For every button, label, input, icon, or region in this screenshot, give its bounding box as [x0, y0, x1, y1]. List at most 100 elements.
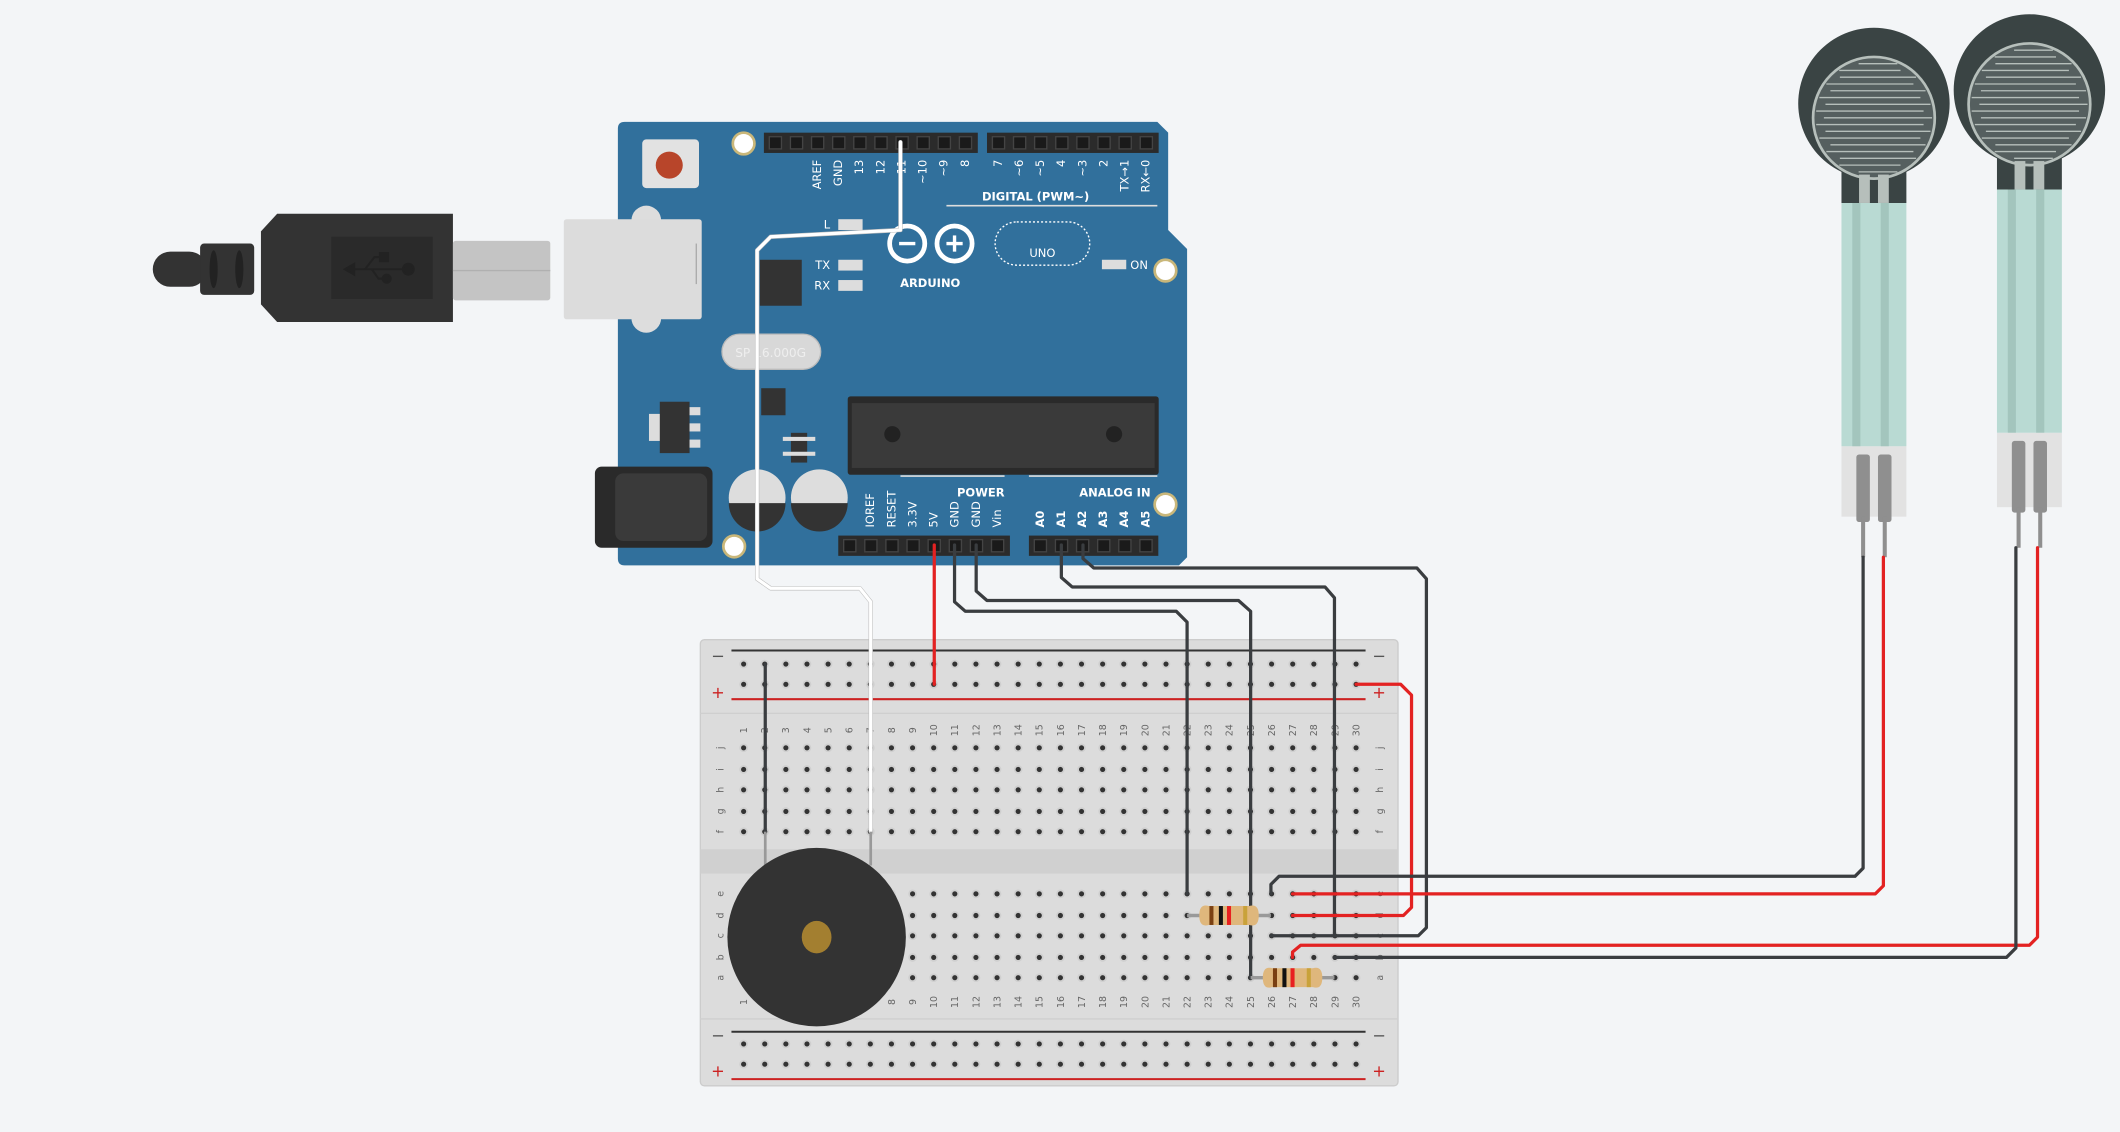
hole-center	[910, 808, 916, 814]
pin-label: IOREF	[863, 493, 877, 527]
pin-label: GND	[948, 501, 962, 527]
atmega-chip	[847, 396, 1159, 475]
header-pin[interactable]	[789, 136, 804, 150]
hole-center	[994, 975, 1000, 981]
usb-cable[interactable]	[152, 213, 551, 322]
header-pin[interactable]	[842, 538, 857, 553]
header-pin[interactable]	[991, 136, 1006, 150]
header-pin[interactable]	[768, 136, 783, 150]
hole-center	[825, 661, 831, 667]
row-letter: d	[715, 912, 726, 918]
hole-center	[1226, 975, 1232, 981]
header-pin[interactable]	[1012, 136, 1027, 150]
header-pin[interactable]	[1055, 136, 1069, 150]
reset-button[interactable]	[642, 139, 700, 189]
header-pin[interactable]	[1097, 136, 1111, 150]
column-number: 10	[929, 724, 940, 736]
hole-center	[910, 1061, 916, 1067]
wire-a1[interactable]	[1059, 543, 1337, 938]
header-pin[interactable]	[874, 136, 888, 150]
hole-center	[1142, 787, 1148, 793]
wire-fsr1-black[interactable]	[1269, 555, 1865, 896]
wire-pin11-buzzer[interactable]	[755, 140, 903, 834]
piezo-buzzer[interactable]	[727, 831, 906, 1027]
header-pin[interactable]	[853, 136, 867, 150]
wire-gnd-r2[interactable]	[974, 543, 1253, 980]
header-pin[interactable]	[1033, 136, 1048, 150]
hole-center	[910, 766, 916, 773]
header-pin[interactable]	[810, 136, 825, 150]
hole-center	[1100, 954, 1106, 960]
fsr-trace	[1880, 202, 1889, 447]
hole-center	[1078, 808, 1085, 814]
resistor-band	[1243, 906, 1248, 925]
hole-center	[1121, 787, 1127, 793]
row-letter: j	[1375, 747, 1386, 751]
wire-rail-power[interactable]	[1290, 682, 1414, 918]
hole-center	[931, 954, 937, 960]
resistor-1[interactable]	[1187, 905, 1271, 926]
hole-center	[1100, 891, 1106, 897]
hole-center	[1205, 954, 1211, 960]
hole-center	[952, 954, 958, 960]
hole-center	[1226, 891, 1232, 897]
header-pin[interactable]	[831, 136, 846, 150]
pin-label: 7	[991, 160, 1005, 167]
mounting-holes	[721, 131, 1178, 559]
rail-plus-sign: +	[711, 1061, 725, 1080]
header-pin[interactable]	[1139, 538, 1153, 553]
header-pin[interactable]	[1096, 538, 1111, 553]
header-pin[interactable]	[958, 136, 973, 150]
hole-center	[888, 661, 895, 667]
column-number: 17	[1077, 724, 1088, 736]
header-pin[interactable]	[1139, 136, 1154, 150]
hole-center	[1078, 891, 1085, 897]
resistor-2[interactable]	[1250, 967, 1335, 988]
force-sensor-1[interactable]	[1798, 27, 1950, 558]
pin-label: ~6	[1012, 160, 1026, 177]
header-pin[interactable]	[1118, 538, 1132, 553]
hole-center	[1226, 745, 1232, 751]
wire-fsr1-red[interactable]	[1290, 555, 1886, 896]
hole-center	[1290, 829, 1296, 835]
wire-fsr2-black[interactable]	[1332, 546, 2018, 960]
header-pin[interactable]	[885, 538, 899, 553]
power-jack[interactable]	[594, 466, 713, 548]
force-sensor-2[interactable]	[1953, 14, 2106, 548]
header-pin[interactable]	[1076, 136, 1090, 150]
hole-center	[910, 954, 916, 960]
column-number: 24	[1225, 724, 1236, 736]
header-pin[interactable]	[906, 538, 920, 553]
hole-center	[1121, 933, 1127, 939]
wire-fsr2-red[interactable]	[1290, 546, 2040, 960]
hole-center	[1226, 661, 1232, 667]
hole-center	[1036, 975, 1042, 981]
header-pin[interactable]	[1118, 136, 1132, 150]
hole-center	[846, 681, 852, 687]
column-number: 21	[1161, 724, 1172, 736]
hole-center	[1121, 766, 1127, 773]
column-number: 23	[1204, 724, 1215, 736]
header-pin[interactable]	[916, 136, 930, 150]
wires[interactable]	[754, 139, 2040, 980]
hole-center	[1057, 681, 1063, 687]
column-number: 21	[1161, 996, 1172, 1008]
hole-center	[1121, 954, 1127, 960]
hole-center	[783, 766, 789, 773]
hole-center	[1036, 933, 1042, 939]
column-number: 24	[1225, 996, 1236, 1008]
header-pin[interactable]	[937, 136, 952, 150]
wire-a2[interactable]	[1081, 543, 1429, 938]
header-pin[interactable]	[864, 538, 878, 553]
pin-label: A2	[1075, 511, 1089, 528]
header-pin[interactable]	[1033, 538, 1048, 553]
wire-gnd-r1[interactable]	[952, 543, 1189, 896]
digital-label: DIGITAL (PWM~)	[982, 189, 1089, 203]
header-pin[interactable]	[990, 538, 1005, 553]
pin-label: A5	[1138, 511, 1152, 528]
hole-center	[783, 1041, 789, 1047]
hole-center	[952, 766, 958, 773]
hole-center	[1332, 1041, 1338, 1047]
